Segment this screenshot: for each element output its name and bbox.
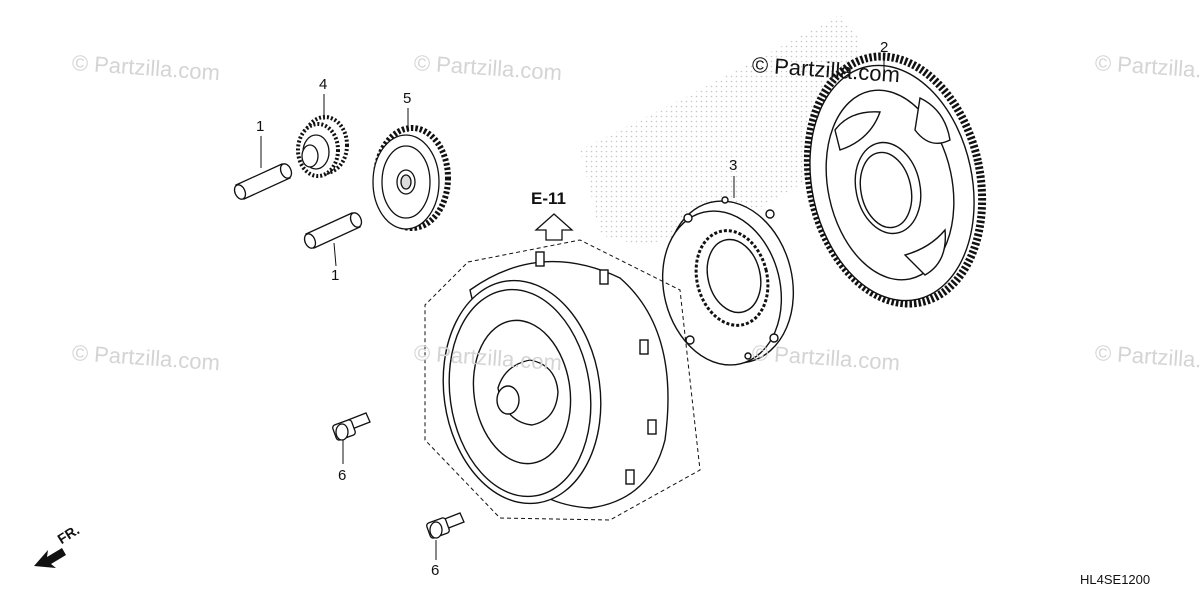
starter-clutch	[661, 196, 795, 366]
reference-label: E-11	[531, 189, 566, 208]
small-gear	[296, 115, 349, 178]
bolt-upper	[332, 412, 371, 441]
idle-gear	[372, 125, 451, 231]
callout-1-bottom: 1	[331, 267, 340, 284]
callout-5: 5	[403, 90, 412, 107]
flywheel-rotor	[442, 251, 669, 509]
reference-arrow	[534, 213, 574, 241]
front-arrow	[34, 548, 66, 568]
callout-3: 3	[729, 157, 738, 174]
bolt-lower	[426, 512, 465, 539]
callout-6-bottom: 6	[431, 562, 440, 579]
pin-lower	[303, 212, 363, 249]
leader-lines	[260, 56, 885, 560]
case-shading	[580, 15, 860, 245]
pin-upper	[233, 163, 293, 200]
diagram-code: HL4SE1200	[1080, 572, 1151, 587]
driven-gear	[803, 52, 987, 308]
callout-1-top: 1	[256, 118, 265, 135]
callout-4: 4	[319, 76, 328, 93]
callout-6-top: 6	[338, 467, 347, 484]
callout-2: 2	[880, 39, 889, 56]
